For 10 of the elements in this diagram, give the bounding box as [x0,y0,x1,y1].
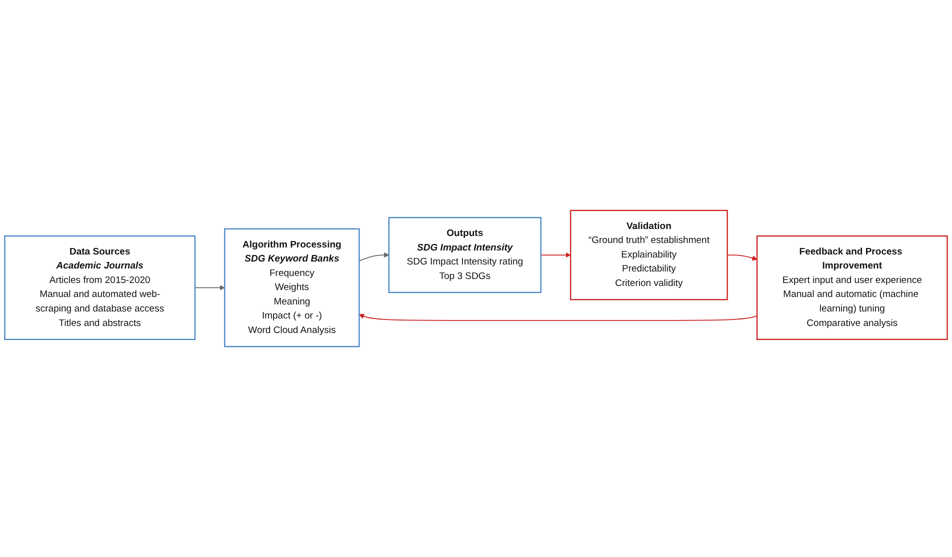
arrow [358,252,390,262]
node-box: Outputs SDG Impact Intensity SDG Impact Intensity rating Top 3 SDGs [388,216,542,294]
arrow [194,285,225,290]
arrow [726,254,758,261]
node-box: Algorithm Processing SDG Keyword Banks Frequency Weights Meaning Impact (+ or -) Word Cloud Analysis [224,228,360,348]
node-box: Data Sources Academic Journals Articles from 2015-2020 Manual and automated web-scraping and database access Titles and abstracts [4,235,196,340]
arrow [540,252,571,258]
node-box: Validation “Ground truth” establishment Explainability Predictability Criterion validity [570,210,728,300]
node-box: Feedback and Process Improvement Expert input and user experience Manual and automatic (machine learning) tuning Comparative analysis [756,235,948,340]
arrow [358,314,758,321]
